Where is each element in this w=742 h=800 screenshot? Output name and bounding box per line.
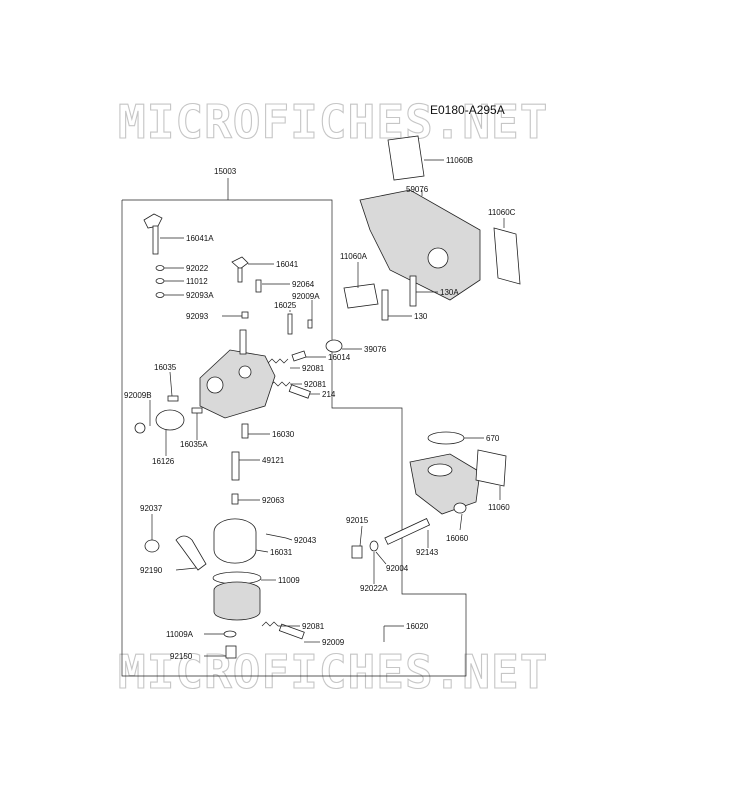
label-16031: 16031 bbox=[270, 548, 293, 557]
label-11060C: 11060C bbox=[488, 208, 516, 217]
label-92022: 92022 bbox=[186, 264, 209, 273]
label-11012: 11012 bbox=[186, 277, 208, 286]
leader-lines bbox=[149, 159, 505, 657]
label-16041: 16041 bbox=[276, 260, 299, 269]
elbow-parts bbox=[351, 431, 507, 559]
label-39076: 39076 bbox=[364, 345, 387, 354]
label-16030: 16030 bbox=[272, 430, 295, 439]
label-130: 130 bbox=[414, 312, 428, 321]
label-92009B: 92009B bbox=[124, 391, 152, 400]
label-92009: 92009 bbox=[322, 638, 345, 647]
label-130A: 130A bbox=[440, 288, 459, 297]
watermark-top: MICROFICHES.NET bbox=[118, 95, 548, 149]
label-92064: 92064 bbox=[292, 280, 315, 289]
label-16041A: 16041A bbox=[186, 234, 214, 243]
label-92063: 92063 bbox=[262, 496, 285, 505]
label-92143: 92143 bbox=[416, 548, 439, 557]
manifold-parts bbox=[343, 135, 521, 321]
label-11060A: 11060A bbox=[340, 252, 368, 261]
label-11009: 11009 bbox=[278, 576, 300, 585]
label-92093A: 92093A bbox=[186, 291, 214, 300]
label-16126: 16126 bbox=[152, 457, 175, 466]
label-214: 214 bbox=[322, 390, 336, 399]
label-670: 670 bbox=[486, 434, 500, 443]
label-59076: 59076 bbox=[406, 185, 429, 194]
label-92004: 92004 bbox=[386, 564, 409, 573]
label-11060B: 11060B bbox=[446, 156, 473, 165]
label-92150: 92150 bbox=[170, 652, 193, 661]
label-11060: 11060 bbox=[488, 503, 510, 512]
label-92190: 92190 bbox=[140, 566, 163, 575]
label-92009A: 92009A bbox=[292, 292, 320, 301]
label-16025: 16025 bbox=[274, 301, 297, 310]
label-92037: 92037 bbox=[140, 504, 163, 513]
label-11009A: 11009A bbox=[166, 630, 194, 639]
assembly-outline bbox=[121, 178, 467, 677]
label-16014: 16014 bbox=[328, 353, 351, 362]
diagram-code: E0180-A295A bbox=[430, 103, 505, 117]
watermark-bottom: MICROFICHES.NET bbox=[118, 645, 548, 699]
label-92081-c: 92081 bbox=[302, 622, 325, 631]
label-49121: 49121 bbox=[262, 456, 285, 465]
label-92081-a: 92081 bbox=[302, 364, 325, 373]
carburetor-parts bbox=[134, 213, 343, 659]
label-92081-b: 92081 bbox=[304, 380, 327, 389]
label-15003: 15003 bbox=[214, 167, 237, 176]
label-16060: 16060 bbox=[446, 534, 469, 543]
label-16035: 16035 bbox=[154, 363, 177, 372]
label-92022A: 92022A bbox=[360, 584, 388, 593]
label-16035A: 16035A bbox=[180, 440, 208, 449]
part-labels: 15003 16041A 92022 11012 92093A 16041 92… bbox=[124, 156, 516, 661]
label-92015: 92015 bbox=[346, 516, 369, 525]
label-92093: 92093 bbox=[186, 312, 209, 321]
label-92043: 92043 bbox=[294, 536, 317, 545]
label-16020: 16020 bbox=[406, 622, 429, 631]
